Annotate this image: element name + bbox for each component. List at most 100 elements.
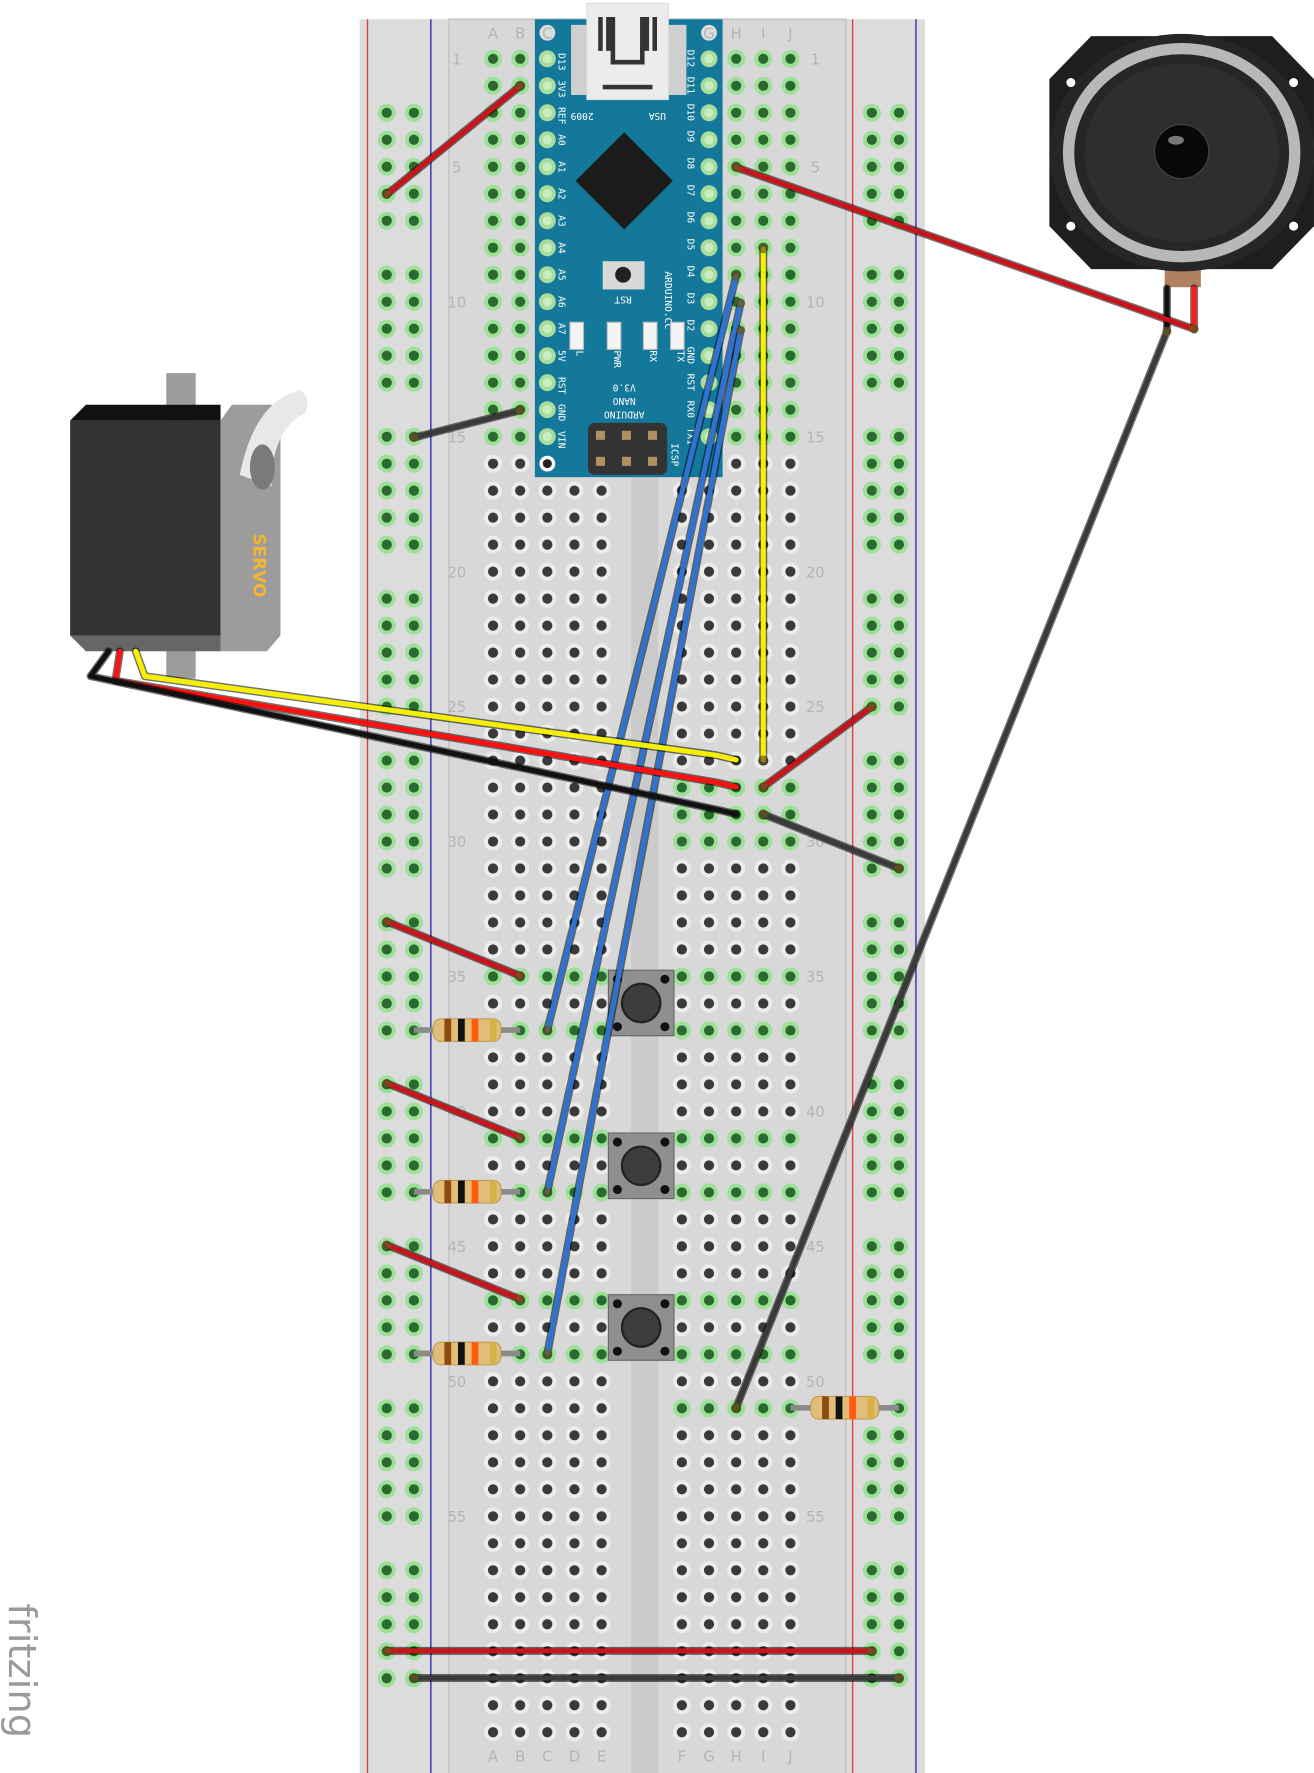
hole[interactable] bbox=[381, 323, 392, 334]
hole[interactable] bbox=[487, 296, 499, 307]
wire[interactable] bbox=[382, 1240, 525, 1304]
hole[interactable] bbox=[487, 485, 499, 496]
hole[interactable] bbox=[893, 674, 905, 685]
hole[interactable] bbox=[731, 1079, 742, 1090]
hole[interactable] bbox=[487, 1484, 499, 1495]
hole[interactable] bbox=[515, 458, 526, 469]
hole[interactable] bbox=[676, 1592, 687, 1603]
hole[interactable] bbox=[515, 323, 526, 334]
hole[interactable] bbox=[866, 539, 877, 550]
hole[interactable] bbox=[381, 485, 392, 496]
hole[interactable] bbox=[569, 647, 580, 658]
hole[interactable] bbox=[893, 917, 905, 928]
hole[interactable] bbox=[866, 296, 877, 307]
hole[interactable] bbox=[542, 1295, 553, 1306]
hole[interactable] bbox=[758, 998, 769, 1009]
hole[interactable] bbox=[515, 269, 526, 280]
hole[interactable] bbox=[515, 1592, 526, 1603]
hole[interactable] bbox=[487, 836, 499, 847]
hole[interactable] bbox=[381, 944, 392, 955]
hole[interactable] bbox=[893, 539, 905, 550]
hole[interactable] bbox=[731, 215, 742, 226]
hole[interactable] bbox=[785, 350, 796, 361]
hole[interactable] bbox=[785, 1241, 796, 1252]
hole[interactable] bbox=[596, 998, 607, 1009]
hole[interactable] bbox=[866, 1187, 877, 1198]
hole[interactable] bbox=[785, 1214, 796, 1225]
hole[interactable] bbox=[676, 1025, 687, 1036]
hole[interactable] bbox=[758, 161, 769, 172]
hole[interactable] bbox=[758, 1511, 769, 1522]
hole[interactable] bbox=[408, 1403, 419, 1414]
hole[interactable] bbox=[758, 80, 769, 91]
hole[interactable] bbox=[676, 1133, 687, 1144]
hole[interactable] bbox=[731, 1214, 742, 1225]
hole[interactable] bbox=[569, 1160, 580, 1171]
hole[interactable] bbox=[515, 377, 526, 388]
hole[interactable] bbox=[703, 566, 715, 577]
hole[interactable] bbox=[408, 512, 419, 523]
hole[interactable] bbox=[785, 1106, 796, 1117]
hole[interactable] bbox=[596, 512, 607, 523]
hole[interactable] bbox=[785, 215, 796, 226]
hole[interactable] bbox=[676, 1403, 687, 1414]
hole[interactable] bbox=[866, 1430, 877, 1441]
hole[interactable] bbox=[408, 1241, 419, 1252]
hole[interactable] bbox=[569, 1106, 580, 1117]
hole[interactable] bbox=[758, 1295, 769, 1306]
hole[interactable] bbox=[785, 377, 796, 388]
hole[interactable] bbox=[515, 1241, 526, 1252]
hole[interactable] bbox=[515, 836, 526, 847]
hole[interactable] bbox=[758, 53, 769, 64]
hole[interactable] bbox=[596, 1700, 607, 1711]
hole[interactable] bbox=[703, 1106, 715, 1117]
hole[interactable] bbox=[542, 674, 553, 685]
hole[interactable] bbox=[785, 1484, 796, 1495]
hole[interactable] bbox=[515, 134, 526, 145]
hole[interactable] bbox=[785, 1025, 796, 1036]
hole[interactable] bbox=[731, 1106, 742, 1117]
hole[interactable] bbox=[596, 566, 607, 577]
hole[interactable] bbox=[515, 1268, 526, 1279]
hole[interactable] bbox=[676, 674, 687, 685]
hole[interactable] bbox=[893, 1430, 905, 1441]
hole[interactable] bbox=[893, 188, 905, 199]
hole[interactable] bbox=[676, 1538, 687, 1549]
hole[interactable] bbox=[731, 1376, 742, 1387]
hole[interactable] bbox=[596, 971, 607, 982]
hole[interactable] bbox=[381, 458, 392, 469]
hole[interactable] bbox=[542, 1241, 553, 1252]
hole[interactable] bbox=[703, 1538, 715, 1549]
hole[interactable] bbox=[676, 944, 687, 955]
hole[interactable] bbox=[515, 1700, 526, 1711]
hole[interactable] bbox=[731, 863, 742, 874]
hole[interactable] bbox=[515, 890, 526, 901]
hole[interactable] bbox=[893, 458, 905, 469]
hole[interactable] bbox=[487, 917, 499, 928]
hole[interactable] bbox=[866, 944, 877, 955]
hole[interactable] bbox=[758, 1538, 769, 1549]
hole[interactable] bbox=[487, 539, 499, 550]
hole[interactable] bbox=[893, 1484, 905, 1495]
hole[interactable] bbox=[569, 539, 580, 550]
hole[interactable] bbox=[542, 1457, 553, 1468]
hole[interactable] bbox=[487, 215, 499, 226]
hole[interactable] bbox=[758, 134, 769, 145]
hole[interactable] bbox=[893, 593, 905, 604]
hole[interactable] bbox=[731, 53, 742, 64]
hole[interactable] bbox=[785, 998, 796, 1009]
hole[interactable] bbox=[785, 944, 796, 955]
hole[interactable] bbox=[893, 1133, 905, 1144]
hole[interactable] bbox=[785, 1187, 796, 1198]
hole[interactable] bbox=[893, 1025, 905, 1036]
hole[interactable] bbox=[408, 485, 419, 496]
hole[interactable] bbox=[381, 107, 392, 118]
hole[interactable] bbox=[487, 323, 499, 334]
hole[interactable] bbox=[758, 1106, 769, 1117]
hole[interactable] bbox=[731, 404, 742, 415]
hole[interactable] bbox=[487, 134, 499, 145]
hole[interactable] bbox=[893, 971, 905, 982]
hole[interactable] bbox=[542, 701, 553, 712]
hole[interactable] bbox=[569, 512, 580, 523]
hole[interactable] bbox=[731, 1133, 742, 1144]
